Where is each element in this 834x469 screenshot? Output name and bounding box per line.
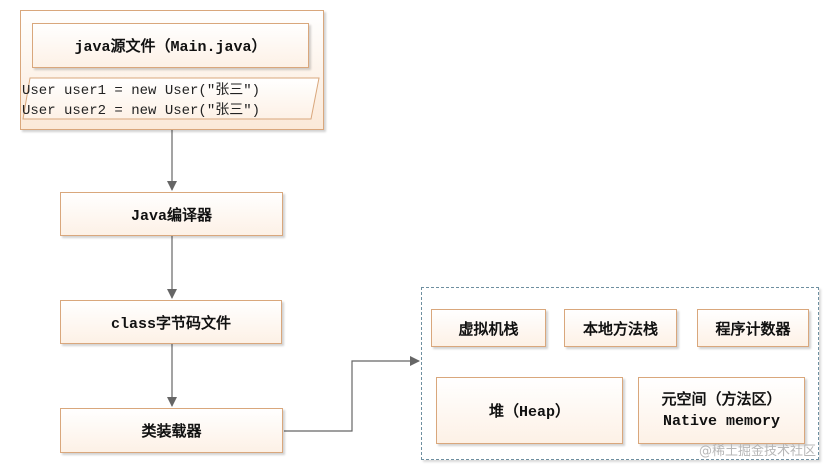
code-line-1: User user1 = new User("张三") — [22, 83, 261, 99]
heap-label: 堆（Heap） — [488, 404, 570, 421]
heap-box: 堆（Heap） — [436, 377, 623, 444]
native-method-stack-label: 本地方法栈 — [582, 321, 658, 339]
bytecode-file-box: class字节码文件 — [60, 300, 282, 344]
vm-stack-box: 虚拟机栈 — [431, 309, 546, 347]
metaspace-box: 元空间（方法区） Native memory — [638, 377, 805, 444]
arrow-loader-to-runtime — [284, 356, 420, 432]
vm-stack-label: 虚拟机栈 — [458, 321, 519, 339]
class-loader-box: 类装载器 — [60, 408, 283, 453]
code-parallelogram — [22, 77, 320, 120]
pc-register-box: 程序计数器 — [697, 309, 809, 347]
class-loader-label: 类装载器 — [141, 424, 202, 441]
source-file-title: java源文件（Main.java） — [32, 23, 309, 68]
metaspace-label-line2: Native memory — [662, 412, 781, 430]
java-compiler-label: Java编译器 — [130, 207, 212, 225]
pc-register-label: 程序计数器 — [715, 321, 791, 339]
source-file-title-text: java源文件（Main.java） — [74, 39, 267, 56]
java-compiler-box: Java编译器 — [60, 192, 283, 236]
code-line-2: User user2 = new User("张三") — [22, 103, 261, 119]
bytecode-file-label: class字节码文件 — [110, 315, 231, 333]
native-method-stack-box: 本地方法栈 — [564, 309, 677, 347]
watermark: @稀土掘金技术社区 — [698, 444, 816, 459]
metaspace-label-line1: 元空间（方法区） — [661, 391, 782, 409]
